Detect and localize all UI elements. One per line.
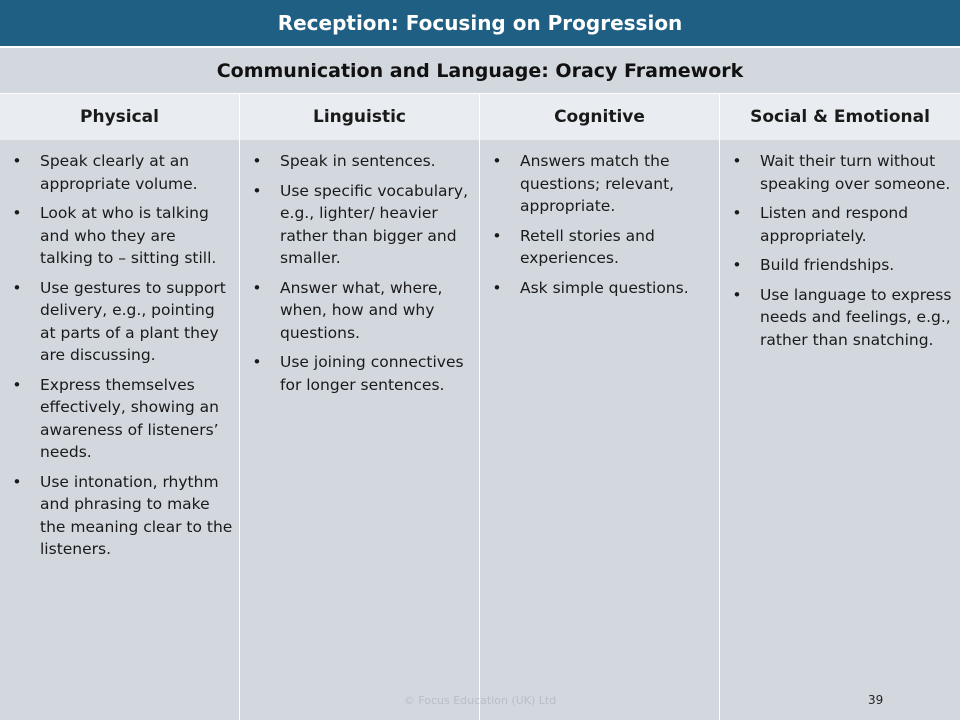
social-emotional-list: •Wait their turn without speaking over s… <box>730 150 954 351</box>
linguistic-list: •Speak in sentences. •Use specific vocab… <box>250 150 473 396</box>
bullet-icon: • <box>12 204 22 222</box>
physical-list: •Speak clearly at an appropriate volume.… <box>10 150 233 561</box>
cognitive-list: •Answers match the questions; relevant, … <box>490 150 713 299</box>
bullet-icon: • <box>12 375 22 394</box>
list-item: •Use intonation, rhythm and phrasing to … <box>10 471 233 561</box>
bullet-icon: • <box>732 256 742 274</box>
bullet-icon: • <box>252 353 262 371</box>
list-item: •Answers match the questions; relevant, … <box>490 150 713 218</box>
list-item: •Build friendships. <box>730 254 954 277</box>
bullet-icon: • <box>492 226 502 245</box>
framework-body: •Speak clearly at an appropriate volume.… <box>0 140 960 720</box>
list-item: •Speak in sentences. <box>250 150 473 173</box>
list-item: •Use joining connectives for longer sent… <box>250 351 473 396</box>
column-header-cognitive: Cognitive <box>480 94 720 140</box>
column-header-social-emotional: Social & Emotional <box>720 94 960 140</box>
bullet-icon: • <box>252 278 262 297</box>
column-physical: •Speak clearly at an appropriate volume.… <box>0 140 240 720</box>
framework-subtitle: Communication and Language: Oracy Framew… <box>0 48 960 94</box>
page-title: Reception: Focusing on Progression <box>0 0 960 48</box>
bullet-icon: • <box>492 152 502 170</box>
bullet-icon: • <box>252 152 262 170</box>
column-cognitive: •Answers match the questions; relevant, … <box>480 140 720 720</box>
list-item: •Look at who is talking and who they are… <box>10 202 233 270</box>
copyright-footer: © Focus Education (UK) Ltd <box>403 694 557 707</box>
bullet-icon: • <box>12 472 22 491</box>
column-linguistic: •Speak in sentences. •Use specific vocab… <box>240 140 480 720</box>
bullet-icon: • <box>732 152 742 170</box>
bullet-icon: • <box>252 181 262 200</box>
list-item: •Listen and respond appropriately. <box>730 202 954 247</box>
list-item: •Use language to express needs and feeli… <box>730 284 954 352</box>
bullet-icon: • <box>12 278 22 297</box>
list-item: •Retell stories and experiences. <box>490 225 713 270</box>
list-item: •Ask simple questions. <box>490 277 713 300</box>
bullet-icon: • <box>732 204 742 222</box>
column-header-row: Physical Linguistic Cognitive Social & E… <box>0 94 960 140</box>
column-header-physical: Physical <box>0 94 240 140</box>
list-item: •Use gestures to support delivery, e.g.,… <box>10 277 233 367</box>
bullet-icon: • <box>492 278 502 297</box>
page-number: 39 <box>868 693 884 707</box>
column-header-linguistic: Linguistic <box>240 94 480 140</box>
column-social-emotional: •Wait their turn without speaking over s… <box>720 140 960 720</box>
bullet-icon: • <box>12 152 22 170</box>
list-item: •Wait their turn without speaking over s… <box>730 150 954 195</box>
list-item: •Express themselves effectively, showing… <box>10 374 233 464</box>
list-item: •Speak clearly at an appropriate volume. <box>10 150 233 195</box>
bullet-icon: • <box>732 285 742 304</box>
list-item: •Answer what, where, when, how and why q… <box>250 277 473 345</box>
list-item: •Use specific vocabulary, e.g., lighter/… <box>250 180 473 270</box>
